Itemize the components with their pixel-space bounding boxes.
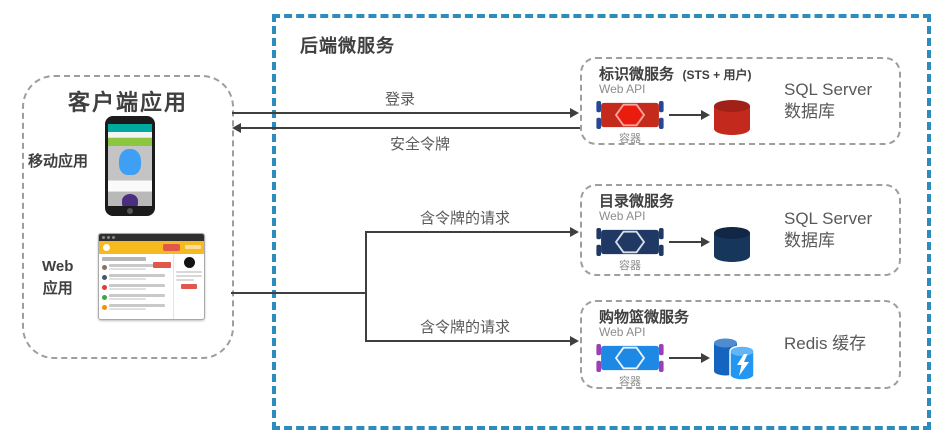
container-to-db-line [669,357,703,359]
token-label: 安全令牌 [389,136,450,153]
sidebar-button [181,284,197,289]
list-item [102,294,171,300]
list-item-text [109,294,171,300]
phone-app-card [108,180,152,192]
browser-dot [102,236,105,239]
list-item-text [109,264,171,270]
avatar [102,274,107,280]
site-header-menu [185,245,201,249]
list-item [102,264,171,270]
container-to-db-arrowhead-icon [701,110,710,120]
request-bottom-label: 含令牌的请求 [419,319,510,336]
catalog-service-box: 目录微服务 Web API 容器 SQL Server 数据库 [580,184,901,276]
backend-microservices-box: 后端微服务 [272,14,931,430]
catalog-service-title-row: 目录微服务 [599,190,674,211]
login-label: 登录 [384,91,415,108]
identity-service-box: 标识微服务 (STS + 用户) Web API 容器 SQL Server 数… [580,57,901,145]
sql-database-icon [714,227,750,262]
web-api-label: Web API [599,82,646,96]
identity-service-subtitle: (STS + 用户) [682,68,752,82]
backend-title: 后端微服务 [300,36,395,56]
mobile-app-screenshot [105,116,155,216]
request-top-label: 含令牌的请求 [419,210,510,227]
datastore-label: Redis 缓存 [784,334,867,354]
phone-app-button-bar [108,138,152,146]
list-item [102,274,171,280]
list-item [102,304,171,310]
list-item-text [109,304,171,310]
web-app-label: Web 应用 [42,258,74,297]
request-stem-line [231,292,366,294]
container-label: 容器 [619,260,641,272]
login-arrowhead-icon [570,108,579,118]
phone-app-mascot [119,149,141,175]
docker-container-icon [596,101,664,129]
redis-cache-icon [714,338,755,381]
web-api-label: Web API [599,325,646,339]
basket-service-box: 购物篮微服务 Web API 容器 Redis 缓存 [580,300,901,389]
basket-service-title-row: 购物篮微服务 [599,306,689,327]
browser-dot [107,236,110,239]
request-bottom-line [365,340,570,342]
browser-site-header [99,241,204,254]
sql-database-icon [714,100,750,135]
token-arrow-line [240,127,580,129]
phone-app-body [108,146,152,180]
sidebar-logo [183,257,195,268]
sidebar-line [176,279,195,281]
basket-service-title: 购物篮微服务 [599,309,690,326]
identity-service-title: 标识微服务 [599,66,675,83]
request-fork-line [365,231,367,341]
avatar [102,304,107,310]
sidebar-line [176,271,202,273]
identity-service-title-row: 标识微服务 (STS + 用户) [599,63,751,84]
phone-app-footer [108,192,152,206]
container-to-db-arrowhead-icon [701,353,710,363]
container-to-db-arrowhead-icon [701,237,710,247]
login-arrow-line [232,112,572,114]
phone-app-header [108,124,152,132]
site-header-button [163,244,180,251]
datastore-label: SQL Server 数据库 [784,79,873,121]
container-label: 容器 [619,376,641,388]
datastore-label: SQL Server 数据库 [784,208,873,250]
avatar [102,294,107,300]
site-logo [103,244,110,251]
web-app-screenshot [98,233,205,320]
avatar [102,284,107,290]
avatar [102,264,107,270]
list-item-text [109,274,171,280]
container-to-db-line [669,241,703,243]
web-api-label: Web API [599,209,646,223]
browser-sidebar [173,254,204,319]
request-bottom-arrowhead-icon [570,336,579,346]
docker-container-icon [596,228,664,256]
request-top-arrowhead-icon [570,227,579,237]
token-arrowhead-icon [232,123,241,133]
docker-container-icon [596,344,664,372]
client-apps-box: 客户端应用 [22,75,234,359]
catalog-service-title: 目录微服务 [599,193,675,210]
browser-list [99,254,173,319]
phone-app-figure [122,194,138,206]
list-cta-button [153,262,171,268]
mobile-app-label: 移动应用 [28,153,89,170]
browser-titlebar [99,234,204,241]
request-top-line [365,231,570,233]
phone-app-subbar [108,132,152,138]
container-to-db-line [669,114,703,116]
browser-content [99,254,204,319]
sidebar-line [176,275,202,277]
client-title: 客户端应用 [67,90,188,115]
phone-home-button [127,208,133,214]
list-item-text [109,284,171,290]
container-label: 容器 [619,133,641,145]
phone-screen [108,124,152,206]
list-item [102,284,171,290]
browser-dot [112,236,115,239]
list-headline [102,257,146,261]
